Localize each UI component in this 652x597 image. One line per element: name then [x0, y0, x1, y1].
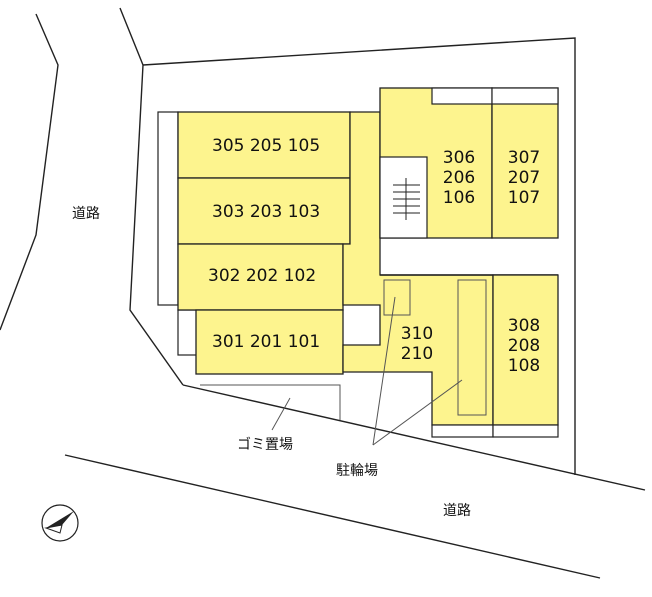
unit-305 [177, 111, 351, 179]
unit-302 [177, 243, 344, 311]
bicycle-rack-small [383, 279, 411, 316]
garbage-area [200, 384, 341, 420]
road-bottom-edge-b [64, 454, 601, 579]
balcony-308 [492, 424, 559, 438]
stair-well [379, 156, 428, 239]
unit-208-label: 208 [507, 336, 541, 356]
balcony-left-bottom [177, 309, 199, 356]
unit-106-label: 106 [442, 188, 476, 208]
road-left-edge-a [0, 13, 59, 331]
units-305-205-105: 305 205 105 [212, 136, 321, 156]
units-306-206-106: 306 206 106 [434, 148, 484, 208]
units-302-202-102: 302 202 102 [208, 266, 317, 286]
units-303-203-103: 303 203 103 [212, 202, 321, 222]
north-arrow-icon [41, 504, 79, 542]
units-308-208-108: 308 208 108 [499, 316, 549, 376]
garbage-label: ゴミ置場 [237, 437, 293, 453]
bicycle-leader-b [372, 379, 463, 446]
unit-306-label: 306 [442, 148, 476, 168]
unit-210-label: 210 [400, 344, 434, 364]
unit-108-label: 108 [507, 356, 541, 376]
units-301-201-101: 301 201 101 [212, 332, 321, 352]
unit-308 [492, 274, 559, 426]
unit-107-label: 107 [507, 188, 541, 208]
balcony-306 [431, 87, 493, 105]
unit-310-label: 310 [400, 324, 434, 344]
bicycle-rack-long [457, 279, 487, 416]
balcony-left-top [157, 111, 179, 306]
garbage-leader [271, 397, 291, 431]
road-bottom-label: 道路 [443, 503, 471, 519]
unit-307 [491, 87, 559, 239]
stairs-icon [393, 178, 420, 220]
balcony-307 [491, 87, 559, 105]
unit-307-label: 307 [507, 148, 541, 168]
units-307-207-107: 307 207 107 [499, 148, 549, 208]
unit-308-label: 308 [507, 316, 541, 336]
units-310-210: 310 210 [392, 324, 442, 364]
road-left-edge-b [119, 7, 184, 386]
road-left-label: 道路 [72, 206, 100, 222]
unit-301 [195, 309, 344, 375]
bicycle-parking-label: 駐輪場 [336, 463, 378, 479]
unit-206-label: 206 [442, 168, 476, 188]
balcony-310 [431, 424, 494, 438]
unit-207-label: 207 [507, 168, 541, 188]
site-boundary [142, 37, 576, 475]
bicycle-leader-a [372, 296, 396, 446]
road-bottom-edge-a [182, 384, 646, 491]
unit-303 [177, 177, 351, 245]
